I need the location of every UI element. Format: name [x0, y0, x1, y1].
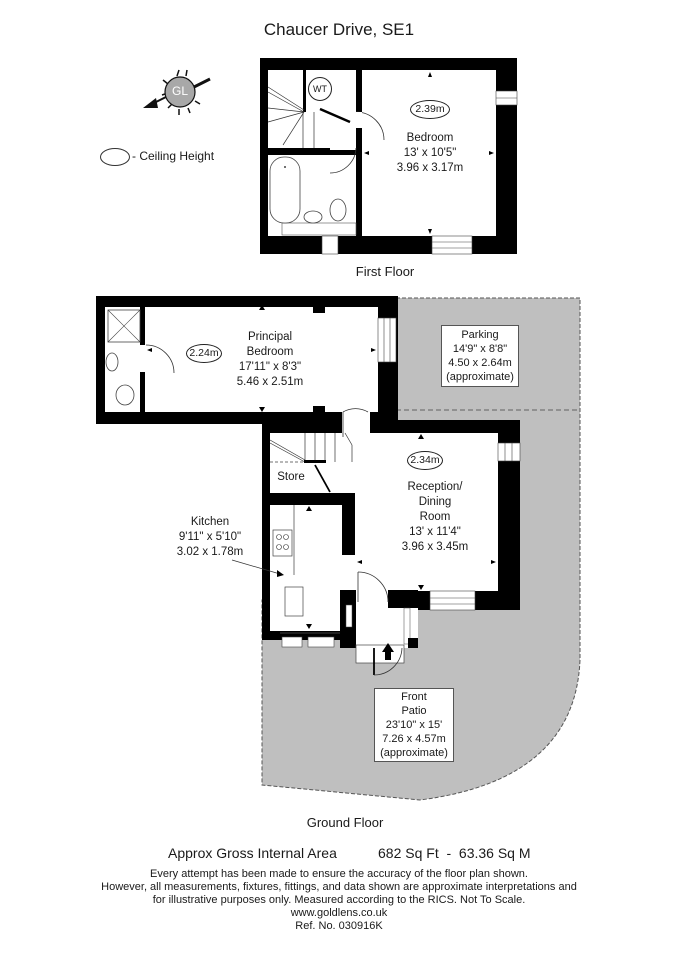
bedroom-imperial: 13' x 10'5": [403, 147, 457, 159]
patio-name-2: Patio: [401, 705, 427, 717]
compass-label: GL: [171, 84, 188, 98]
ground-floor-plan: [96, 296, 581, 801]
compass-icon: [143, 69, 211, 115]
reception-imperial: 13' x 11'4": [409, 526, 461, 538]
kitchen-label: Kitchen 9'11" x 5'10" 3.02 x 1.78m: [172, 515, 248, 560]
principal-bedroom-ceiling-height: 2.24m: [186, 344, 222, 363]
ceiling-height-legend-icon: [100, 148, 130, 166]
parking-metric: 4.50 x 2.64m: [448, 357, 512, 369]
first-floor-label: First Floor: [355, 264, 415, 279]
front-patio-label-box: Front Patio 23'10" x 15' 7.26 x 4.57m (a…: [374, 688, 454, 762]
first-floor-plan: [260, 58, 518, 255]
bedroom-name: Bedroom: [406, 132, 454, 144]
website-link[interactable]: www.goldlens.co.uk: [290, 907, 388, 919]
patio-metric: 7.26 x 4.57m: [382, 733, 446, 745]
principal-bedroom-name-1: Principal: [247, 331, 293, 343]
gross-area-label: Approx Gross Internal Area: [168, 845, 337, 861]
reception-label: Reception/ Dining Room 13' x 11'4" 3.96 …: [380, 480, 490, 555]
kitchen-name: Kitchen: [190, 516, 230, 528]
bedroom-metric: 3.96 x 3.17m: [396, 162, 464, 174]
patio-name-1: Front: [401, 691, 427, 703]
disclaimer-line-1: Every attempt has been made to ensure th…: [150, 868, 528, 880]
patio-note: (approximate): [380, 747, 448, 759]
principal-bedroom-metric: 5.46 x 2.51m: [236, 376, 304, 388]
principal-bedroom-name-2: Bedroom: [246, 346, 294, 358]
disclaimer-line-2: However, all measurements, fixtures, fit…: [101, 881, 577, 893]
page-title: Chaucer Drive, SE1: [263, 20, 415, 39]
ground-floor-label: Ground Floor: [306, 815, 384, 830]
bedroom-ceiling-height: 2.39m: [410, 100, 450, 119]
bedroom-label: Bedroom 13' x 10'5" 3.96 x 3.17m: [380, 131, 480, 176]
reception-name-1: Reception/: [407, 481, 463, 493]
kitchen-metric: 3.02 x 1.78m: [176, 546, 244, 558]
parking-imperial: 14'9" x 8'8": [452, 343, 508, 355]
principal-bedroom-imperial: 17'11" x 8'3": [238, 361, 302, 373]
reception-name-3: Room: [419, 511, 451, 523]
gross-area-value: 682 Sq Ft - 63.36 Sq M: [378, 845, 531, 861]
store-label: Store: [277, 471, 305, 483]
disclaimer: Every attempt has been made to ensure th…: [0, 868, 678, 933]
parking-note: (approximate): [446, 371, 514, 383]
principal-bedroom-label: Principal Bedroom 17'11" x 8'3" 5.46 x 2…: [220, 330, 320, 390]
patio-imperial: 23'10" x 15': [385, 719, 443, 731]
reception-metric: 3.96 x 3.45m: [401, 541, 469, 553]
reception-ceiling-height: 2.34m: [407, 451, 443, 470]
disclaimer-line-3: for illustrative purposes only. Measured…: [152, 894, 526, 906]
kitchen-imperial: 9'11" x 5'10": [178, 531, 242, 543]
ceiling-height-legend-label: - Ceiling Height: [132, 149, 215, 163]
reception-name-2: Dining: [418, 496, 452, 508]
water-tank-label: WT: [308, 77, 332, 101]
reference-number: Ref. No. 030916K: [295, 920, 383, 932]
parking-label-box: Parking 14'9" x 8'8" 4.50 x 2.64m (appro…: [441, 325, 519, 387]
parking-name: Parking: [461, 329, 499, 341]
